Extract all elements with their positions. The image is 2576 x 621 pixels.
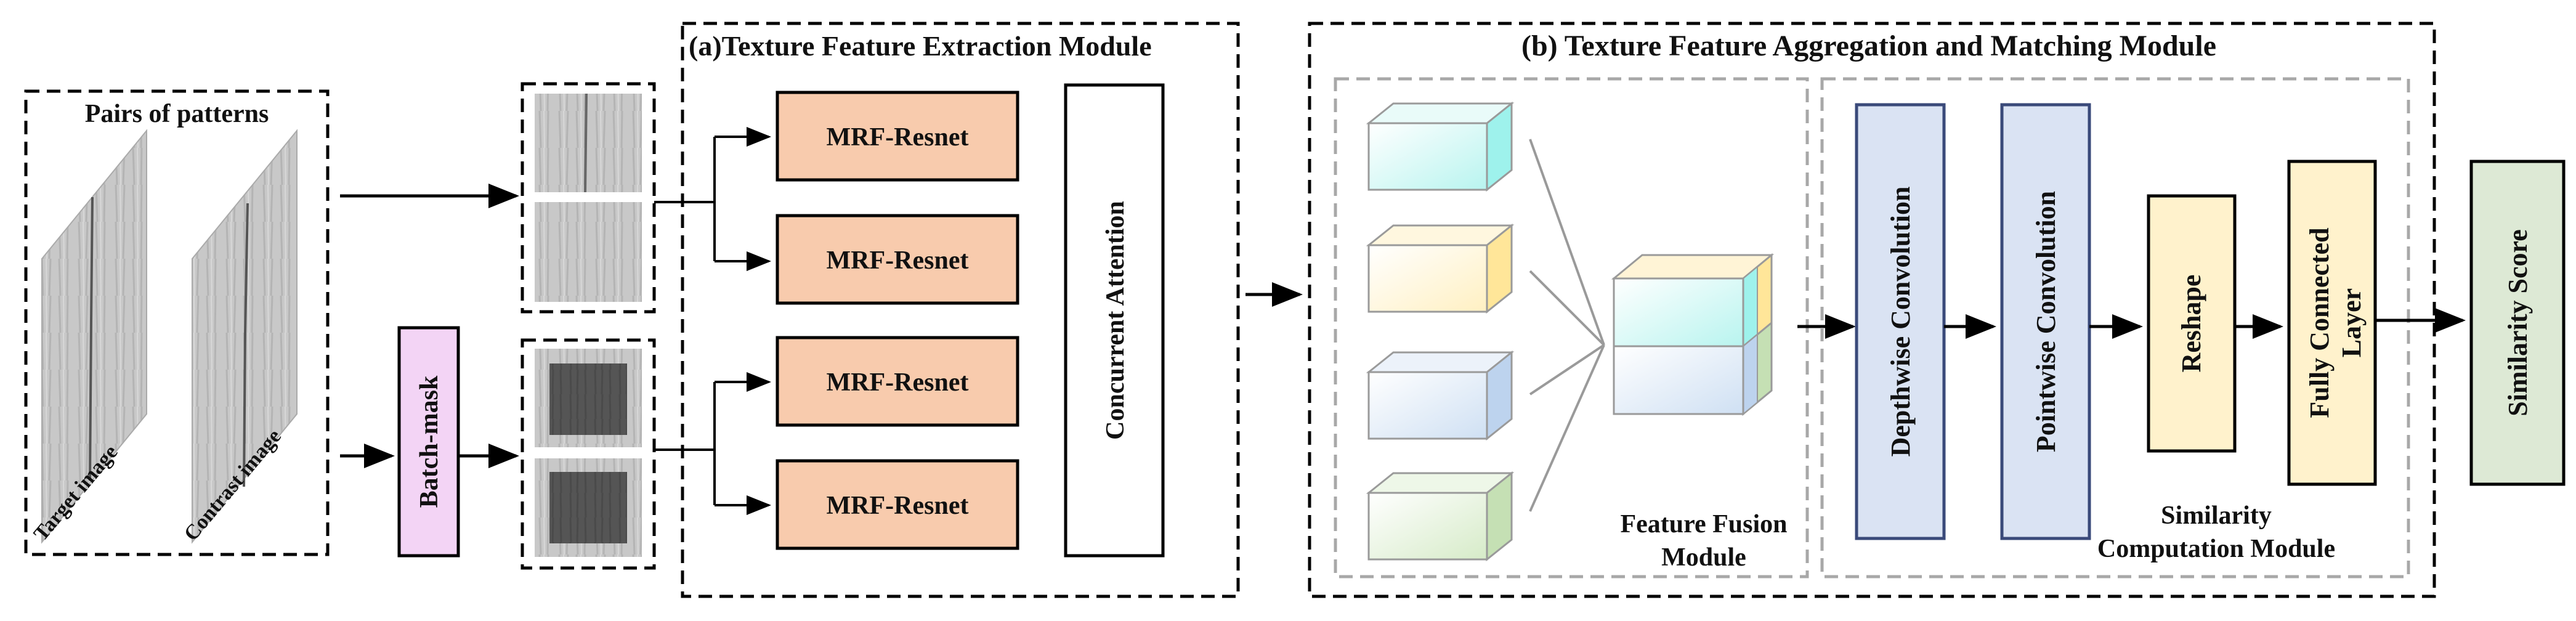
cube-blue-front xyxy=(1367,371,1488,440)
depthwise-conv-box xyxy=(1855,103,1946,540)
mrf-resnet-1-label: MRF-Resnet xyxy=(827,123,969,152)
feature-cube-yellow xyxy=(1366,223,1515,314)
fusion-line-2 xyxy=(1529,270,1605,346)
concurrent-attention-box xyxy=(1064,83,1165,558)
masked-pair xyxy=(520,338,656,570)
feature-fusion-label-line1: Feature Fusion xyxy=(1620,510,1787,538)
module-a: (a)Texture Feature Extraction Module MRF… xyxy=(654,22,1240,598)
depthwise-conv-label: Depthwise Convolution xyxy=(1885,187,1916,457)
module-a-title: (a)Texture Feature Extraction Module xyxy=(689,30,1152,62)
fused-cube-front-lower xyxy=(1613,345,1744,415)
original-image-top-crease xyxy=(584,93,588,193)
fused-cube-side-cyan xyxy=(1743,265,1758,348)
original-image-top xyxy=(535,94,642,192)
contrast-image-crease xyxy=(243,203,249,487)
original-image-bottom xyxy=(535,202,642,302)
original-pair-frame xyxy=(520,82,656,314)
similarity-score-box xyxy=(2469,160,2566,486)
original-pair xyxy=(520,82,656,314)
fusion-line-4 xyxy=(1529,344,1605,512)
mrf-resnet-2-label: MRF-Resnet xyxy=(827,246,969,275)
mrf-resnet-2 xyxy=(776,214,1019,305)
fully-connected-label-line2: Layer xyxy=(2336,288,2367,357)
module-b: (b) Texture Feature Aggregation and Matc… xyxy=(1308,22,2436,598)
batch-mask-label: Batch-mask xyxy=(415,375,444,508)
feature-cube-blue xyxy=(1366,350,1515,441)
reshape-label: Reshape xyxy=(2176,275,2206,373)
pointwise-conv-label: Pointwise Convolution xyxy=(2031,191,2061,452)
similarity-module-label-line1: Similarity xyxy=(2161,501,2272,530)
patterns-title: Pairs of patterns xyxy=(85,100,269,128)
similarity-module-label-line2: Computation Module xyxy=(2097,535,2335,563)
cube-yellow-front xyxy=(1367,244,1488,313)
feature-cube-green xyxy=(1366,471,1515,562)
patterns-frame xyxy=(24,89,330,556)
fusion-lines xyxy=(1529,139,1605,512)
fully-connected-box xyxy=(2287,160,2377,486)
fused-feature-cube xyxy=(1611,253,1775,416)
mask-patch-bottom xyxy=(549,472,627,543)
fully-connected-label-line1: Fully Connected xyxy=(2304,227,2335,418)
feature-fusion-label-line2: Module xyxy=(1661,543,1746,572)
module-b-frame xyxy=(1308,22,2436,598)
target-image xyxy=(41,129,147,544)
fused-cube-front-upper xyxy=(1613,277,1744,347)
fusion-line-1 xyxy=(1529,139,1605,346)
similarity-score-label: Similarity Score xyxy=(2503,229,2533,416)
fused-cube-side-blue xyxy=(1743,333,1758,416)
mrf-resnet-4-label: MRF-Resnet xyxy=(827,492,969,520)
fusion-line-3 xyxy=(1529,344,1605,396)
pairs-of-patterns-panel: Pairs of patterns Target image Contrast … xyxy=(24,89,330,556)
mask-patch-top xyxy=(549,363,627,435)
mrf-resnet-4 xyxy=(776,459,1019,550)
reshape-box xyxy=(2147,194,2237,453)
cube-green-front xyxy=(1367,492,1488,561)
similarity-frame xyxy=(1820,77,2410,578)
batch-mask-box xyxy=(397,326,460,558)
target-image-crease xyxy=(89,197,94,481)
cube-cyan-front xyxy=(1367,122,1488,191)
feature-cube-cyan xyxy=(1366,101,1515,192)
mrf-resnet-3-label: MRF-Resnet xyxy=(827,368,969,397)
module-a-frame xyxy=(681,22,1240,598)
masked-pair-frame xyxy=(520,338,656,570)
concurrent-attention-label: Concurrent Attention xyxy=(1101,201,1130,440)
mrf-resnet-3 xyxy=(776,336,1019,427)
mrf-resnet-1 xyxy=(776,91,1019,182)
module-b-title: (b) Texture Feature Aggregation and Matc… xyxy=(1521,30,2216,62)
pointwise-conv-box xyxy=(2000,103,2091,540)
